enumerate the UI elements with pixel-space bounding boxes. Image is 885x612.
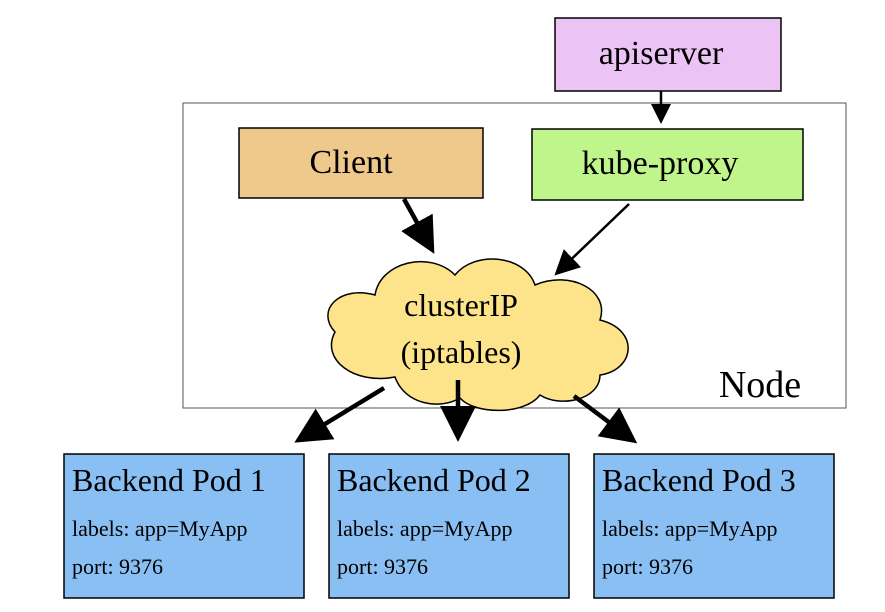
backend-pod-3-labels: labels: app=MyApp <box>602 516 778 541</box>
cluster-ip-line1: clusterIP <box>404 287 518 323</box>
kube-proxy-rect <box>531 128 804 201</box>
backend-pod-1: Backend Pod 1 labels: app=MyApp port: 93… <box>63 453 305 599</box>
arrow-kube-proxy-to-cluster-ip <box>554 203 630 276</box>
arrow-cluster-ip-to-pod-3 <box>572 394 638 444</box>
cluster-ip-cloud: clusterIP (iptables) <box>327 258 629 412</box>
backend-pod-1-title: Backend Pod 1 <box>72 462 266 498</box>
arrow-client-to-cluster-ip <box>401 197 435 254</box>
backend-pod-3-rect <box>593 453 835 599</box>
cloud-shape <box>327 258 629 412</box>
kube-proxy-label: kube-proxy <box>582 145 739 182</box>
client-box: Client <box>238 127 484 199</box>
backend-pod-2-labels: labels: app=MyApp <box>337 516 513 541</box>
backend-pod-3: Backend Pod 3 labels: app=MyApp port: 93… <box>593 453 835 599</box>
backend-pod-2: Backend Pod 2 labels: app=MyApp port: 93… <box>328 453 570 599</box>
backend-pod-1-labels: labels: app=MyApp <box>72 516 248 541</box>
backend-pod-2-rect <box>328 453 570 599</box>
apiserver-label: apiserver <box>599 35 724 72</box>
backend-pod-3-port: port: 9376 <box>602 554 693 579</box>
apiserver-box: apiserver <box>554 17 782 92</box>
kube-proxy-box: kube-proxy <box>531 128 804 201</box>
cluster-ip-line2: (iptables) <box>401 334 522 370</box>
client-rect <box>238 127 484 199</box>
backend-pod-3-title: Backend Pod 3 <box>602 462 796 498</box>
backend-pod-1-port: port: 9376 <box>72 554 163 579</box>
client-label: Client <box>309 144 393 181</box>
backend-pod-2-title: Backend Pod 2 <box>337 462 531 498</box>
arrows <box>294 91 671 444</box>
backend-pod-2-port: port: 9376 <box>337 554 428 579</box>
node-label: Node <box>719 364 801 406</box>
apiserver-rect <box>554 17 782 92</box>
backend-pod-1-rect <box>63 453 305 599</box>
arrow-cluster-ip-to-pod-1 <box>294 386 386 443</box>
